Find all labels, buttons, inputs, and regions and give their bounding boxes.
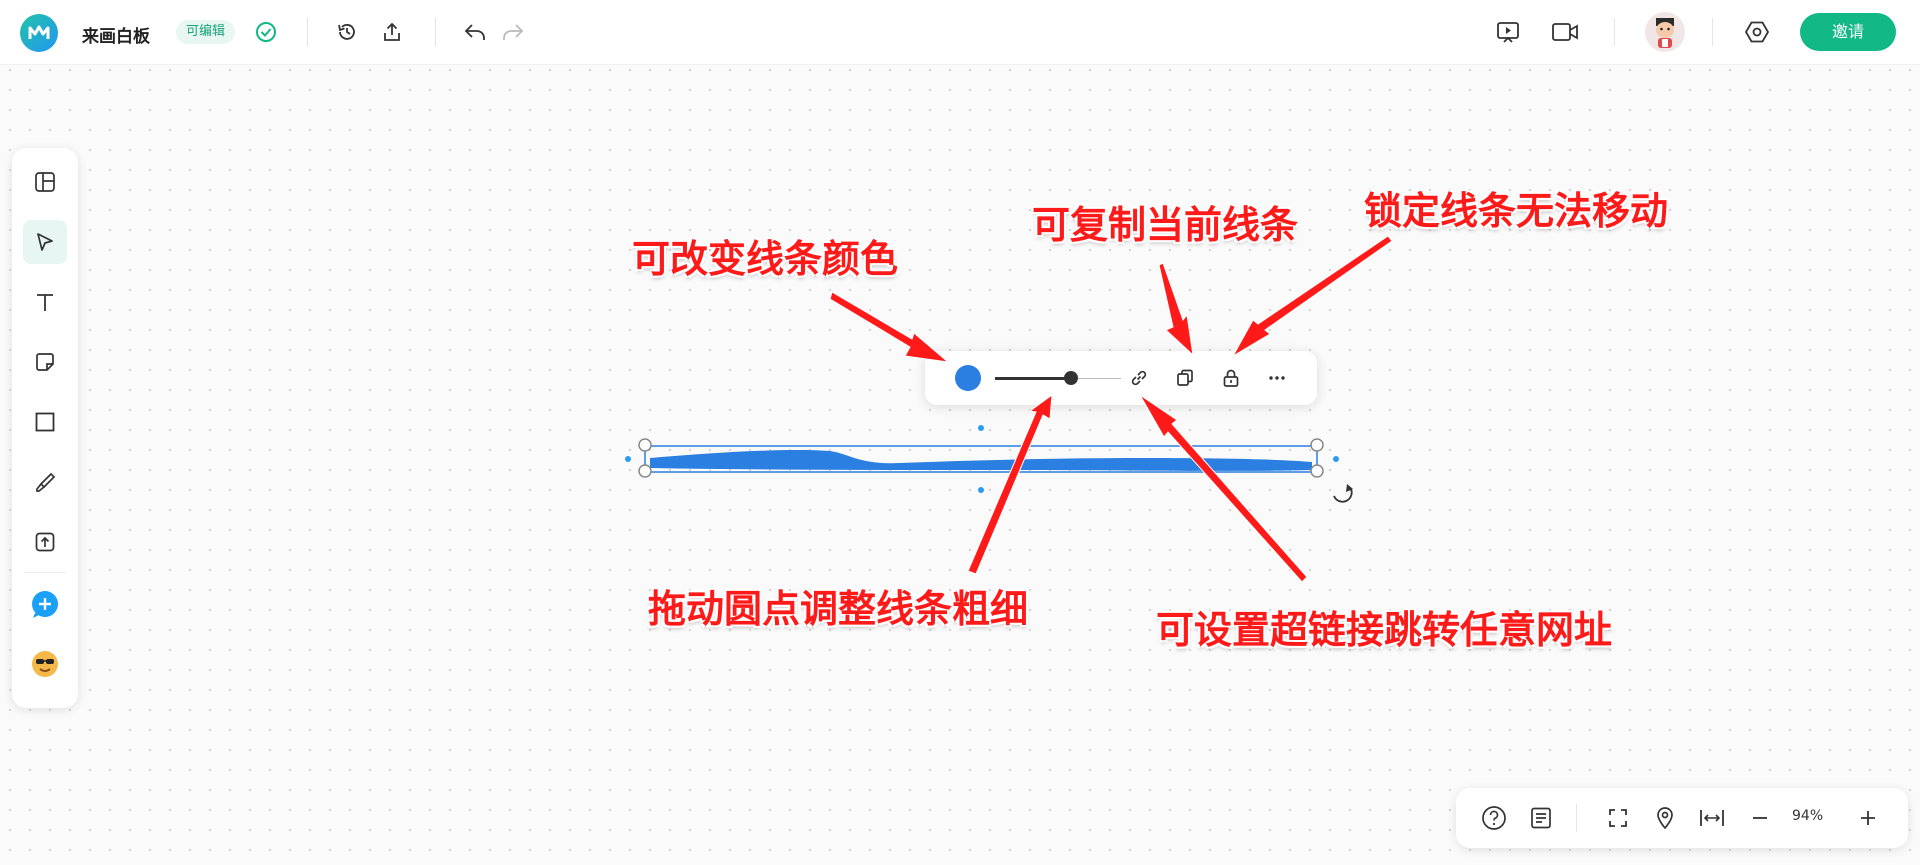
history-icon[interactable] (330, 15, 364, 49)
video-call-icon[interactable] (1548, 15, 1582, 49)
line-color-picker[interactable] (955, 365, 981, 391)
thickness-slider-track[interactable] (1073, 378, 1121, 379)
app-logo-icon[interactable] (20, 14, 58, 52)
annotation-copy-line: 可复制当前线条 (1032, 203, 1299, 247)
selected-brush-stroke[interactable] (644, 445, 1318, 473)
divider (1614, 18, 1615, 46)
help-icon[interactable] (1480, 804, 1508, 832)
fit-width-icon[interactable] (1698, 804, 1726, 832)
copy-duplicate-icon[interactable] (1171, 364, 1199, 392)
add-more-tool-icon[interactable] (23, 582, 67, 626)
settings-hexagon-icon[interactable] (1740, 15, 1774, 49)
share-upload-icon[interactable] (375, 15, 409, 49)
divider (1576, 804, 1577, 832)
board-title[interactable]: 来画白板 (82, 27, 150, 47)
selection-handles[interactable] (625, 425, 1339, 493)
divider (435, 18, 436, 46)
saved-check-icon (249, 15, 283, 49)
divider (1712, 18, 1713, 46)
annotation-hyperlink: 可设置超链接跳转任意网址 (1156, 608, 1613, 652)
emoji-sticker-icon[interactable] (23, 642, 67, 686)
redo-icon[interactable] (496, 15, 530, 49)
toolbar-divider (24, 572, 66, 573)
annotation-lock-line: 锁定线条无法移动 (1364, 189, 1669, 233)
select-pointer-tool[interactable] (23, 220, 67, 264)
undo-icon[interactable] (458, 15, 492, 49)
thickness-slider-thumb[interactable] (1064, 371, 1078, 385)
text-tool[interactable] (23, 280, 67, 324)
left-toolbar (12, 148, 78, 708)
zoom-in-icon[interactable] (1854, 804, 1882, 832)
top-bar: 来画白板 可编辑 邀请 (0, 0, 1920, 65)
fullscreen-icon[interactable] (1604, 804, 1632, 832)
template-layout-tool[interactable] (23, 160, 67, 204)
thickness-slider-fill[interactable] (995, 377, 1073, 380)
zoom-level[interactable]: 94% (1792, 808, 1824, 824)
bottom-toolbar: 94% (1456, 788, 1908, 848)
more-options-icon[interactable] (1263, 364, 1291, 392)
sticky-note-tool[interactable] (23, 340, 67, 384)
annotation-arrows (829, 235, 1393, 583)
lock-icon[interactable] (1217, 364, 1245, 392)
presentation-play-icon[interactable] (1491, 15, 1525, 49)
pen-brush-tool[interactable] (23, 460, 67, 504)
line-context-toolbar (925, 351, 1317, 405)
rotate-handle-icon[interactable] (1333, 484, 1353, 503)
user-avatar[interactable] (1645, 12, 1685, 52)
location-pin-icon[interactable] (1651, 804, 1679, 832)
upload-file-tool[interactable] (23, 520, 67, 564)
hyperlink-icon[interactable] (1125, 364, 1153, 392)
divider (307, 18, 308, 46)
annotation-drag-thickness: 拖动圆点调整线条粗细 (648, 587, 1029, 631)
invite-button[interactable]: 邀请 (1800, 13, 1896, 51)
edit-status-badge[interactable]: 可编辑 (176, 20, 236, 44)
zoom-out-icon[interactable] (1746, 804, 1774, 832)
notes-outline-icon[interactable] (1527, 804, 1555, 832)
annotation-change-color: 可改变线条颜色 (632, 237, 899, 281)
rectangle-shape-tool[interactable] (23, 400, 67, 444)
